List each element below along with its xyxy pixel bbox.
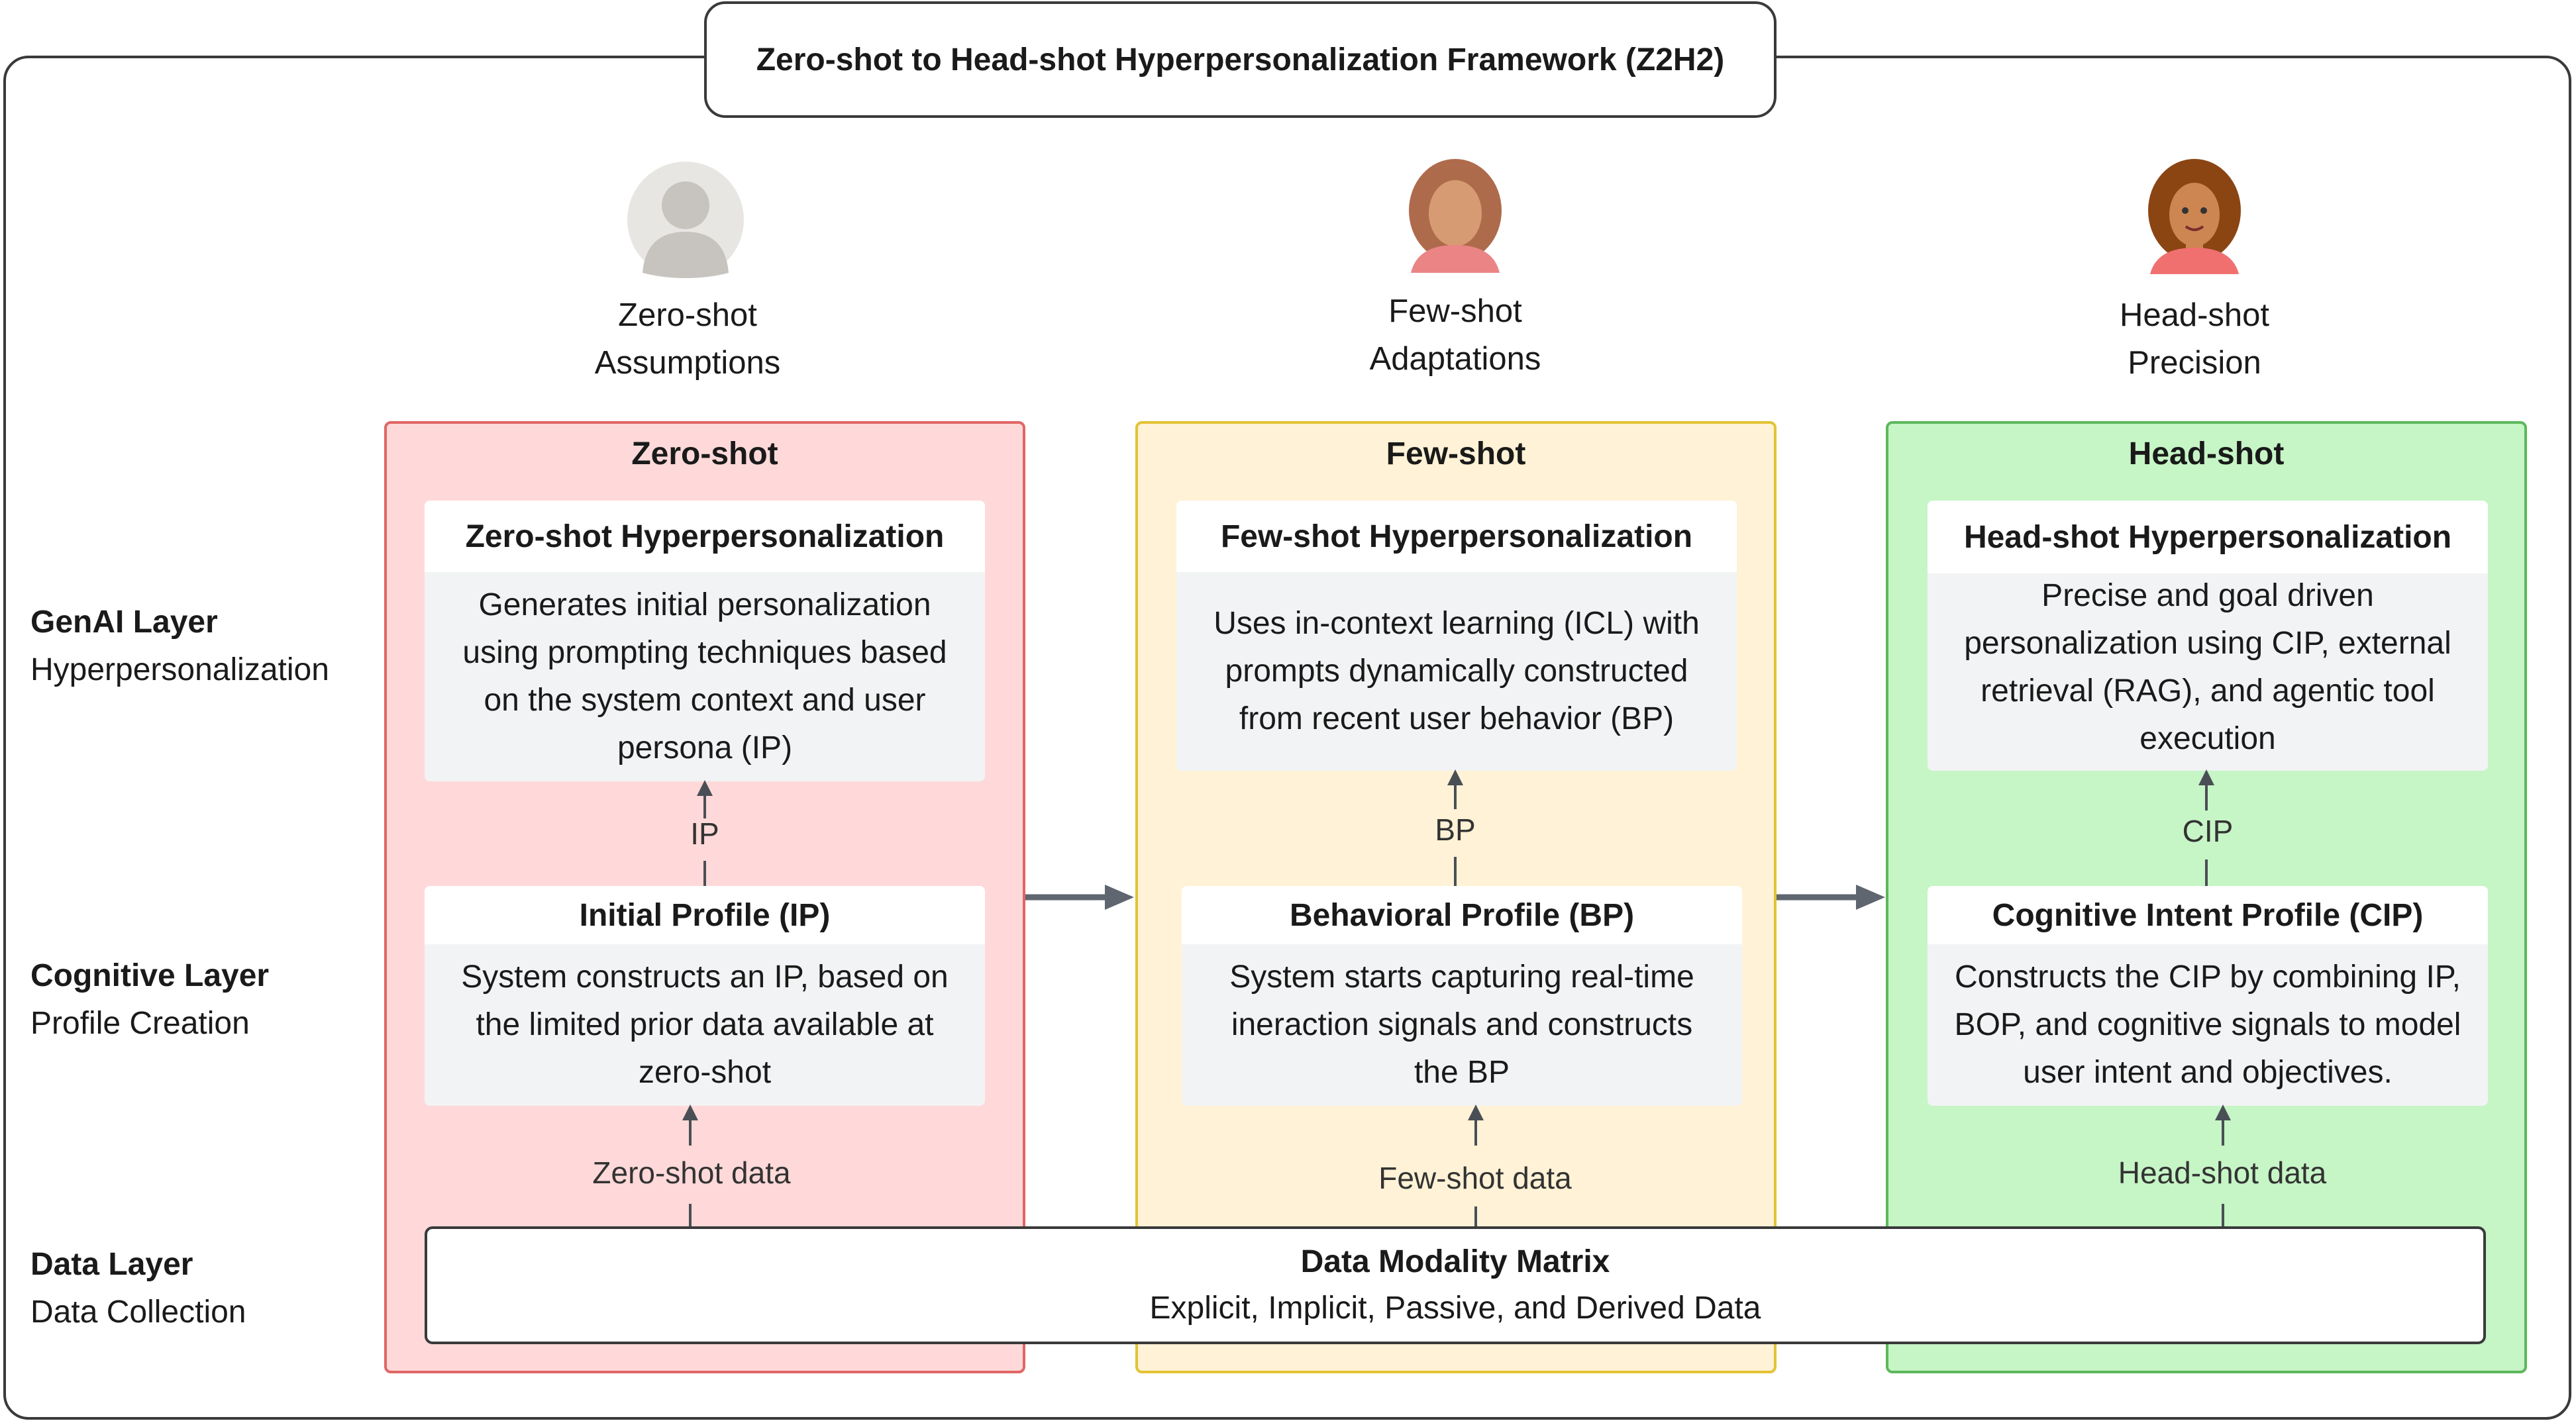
genai-card-head-shot: Head-shot Hyperpersonalization Precise a… [1928, 501, 2488, 771]
profile-card-cognitive-intent: Cognitive Intent Profile (CIP) Construct… [1928, 886, 2488, 1106]
layer-title-cognitive: Cognitive Layer [30, 958, 270, 993]
card-title: Head-shot Hyperpersonalization [1928, 501, 2488, 573]
card-body: Constructs the CIP by combining IP, BOP,… [1954, 959, 2461, 1090]
profile-card-behavioral: Behavioral Profile (BP) System starts ca… [1182, 886, 1742, 1106]
matrix-subtitle: Explicit, Implicit, Passive, and Derived… [1149, 1291, 1761, 1326]
horizontal-arrowheads [1105, 885, 1885, 910]
layer-subtitle-genai: Hyperpersonalization [30, 652, 329, 687]
blurred-woman-avatar-icon [1409, 159, 1502, 273]
card-body: Generates initial personalization using … [462, 587, 947, 765]
edge-label-ip: IP [690, 816, 719, 851]
column-title: Zero-shot [631, 436, 778, 471]
vertical-arrows [682, 769, 2231, 1226]
data-modality-matrix: Data Modality Matrix Explicit, Implicit,… [425, 1226, 2486, 1344]
edge-label-bp: BP [1435, 812, 1476, 847]
edge-label-head-shot-data: Head-shot data [2118, 1155, 2327, 1190]
layer-subtitle-cognitive: Profile Creation [30, 1006, 250, 1041]
card-title: Cognitive Intent Profile (CIP) [1928, 886, 2488, 944]
card-body: System starts capturing real-time inerac… [1229, 959, 1694, 1090]
layer-title-data: Data Layer [30, 1247, 193, 1282]
card-title: Zero-shot Hyperpersonalization [425, 501, 985, 572]
column-title: Head-shot [2128, 436, 2285, 471]
card-body: Precise and goal driven personalization … [1964, 578, 2451, 756]
profile-card-initial: Initial Profile (IP) System constructs a… [425, 886, 985, 1106]
column-title: Few-shot [1386, 436, 1526, 471]
edge-label-zero-shot-data: Zero-shot data [592, 1155, 791, 1190]
matrix-title: Data Modality Matrix [1300, 1244, 1610, 1279]
card-title: Initial Profile (IP) [425, 886, 985, 944]
genai-card-few-shot: Few-shot Hyperpersonalization Uses in-co… [1176, 501, 1737, 771]
card-title: Few-shot Hyperpersonalization [1176, 501, 1737, 572]
clear-woman-avatar-icon [2148, 159, 2241, 274]
card-body: System constructs an IP, based on the li… [461, 959, 949, 1090]
edge-label-cip: CIP [2182, 814, 2234, 848]
layer-title-genai: GenAI Layer [30, 605, 218, 640]
edge-label-few-shot-data: Few-shot data [1378, 1161, 1572, 1195]
generic-user-avatar-icon [627, 162, 744, 278]
layer-subtitle-data: Data Collection [30, 1295, 246, 1330]
card-title: Behavioral Profile (BP) [1182, 886, 1742, 944]
genai-card-zero-shot: Zero-shot Hyperpersonalization Generates… [425, 501, 985, 781]
card-body: Uses in-context learning (ICL) with prom… [1213, 606, 1700, 736]
diagram-title: Zero-shot to Head-shot Hyperpersonalizat… [704, 1, 1777, 118]
